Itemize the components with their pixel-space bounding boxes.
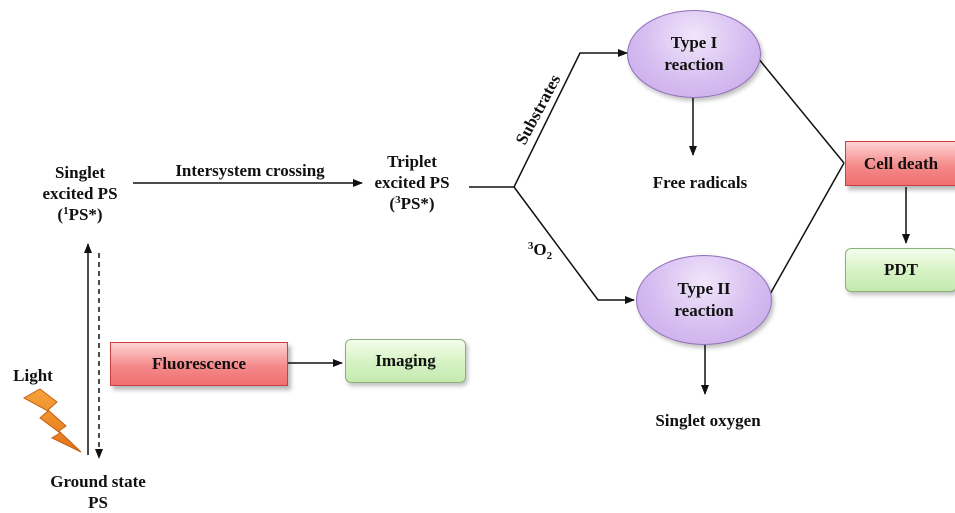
light-label: Light <box>13 366 53 385</box>
triplet-excited-ps-label: Triplet excited PS (3PS*) <box>374 152 450 213</box>
arrow-to-type2 <box>513 186 635 304</box>
imaging-box: Imaging <box>345 339 466 383</box>
type-i-reaction-node: Type I reaction <box>627 10 761 98</box>
line-type2-cell-death <box>768 162 845 297</box>
type-ii-reaction-node: Type II reaction <box>636 255 772 345</box>
singlet-oxygen-label: Singlet oxygen <box>655 411 761 430</box>
arrow-to-type1 <box>513 49 628 188</box>
free-radicals-label: Free radicals <box>652 173 748 192</box>
pdt-box: PDT <box>845 248 955 292</box>
ground-state-ps-label: Ground state PS <box>50 472 146 512</box>
fluorescence-box: Fluorescence <box>110 342 288 386</box>
intersystem-crossing-label: Intersystem crossing <box>175 161 325 180</box>
oxygen-label: 3O2 <box>527 240 553 262</box>
line-type1-cell-death <box>757 57 845 164</box>
singlet-excited-ps-label: Singlet excited PS (1PS*) <box>42 163 118 224</box>
lightning-bolt-icon <box>22 388 82 453</box>
cell-death-box: Cell death <box>845 141 955 186</box>
